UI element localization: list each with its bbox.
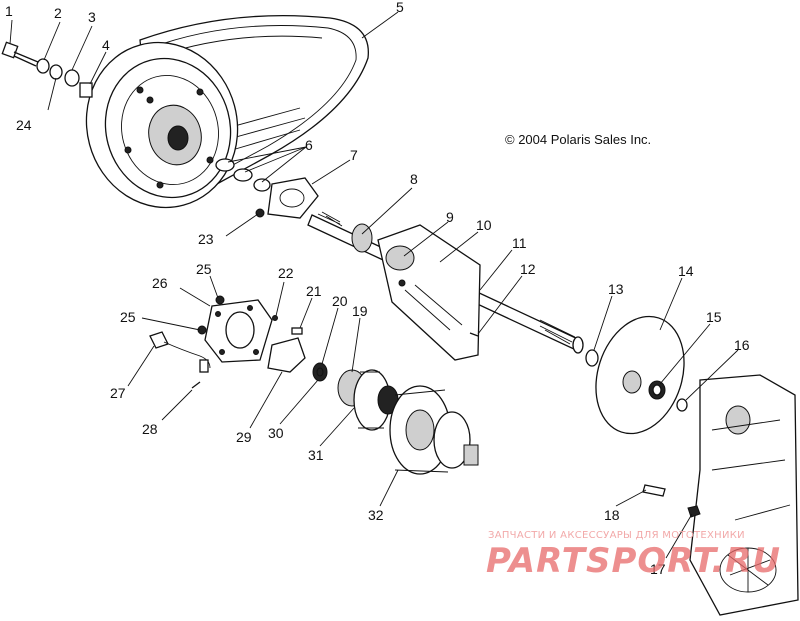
callout-22: 22 — [278, 265, 294, 281]
callout-21: 21 — [306, 283, 322, 299]
callout-2: 2 — [54, 5, 62, 21]
chaincase-cover — [689, 374, 799, 616]
callout-19: 19 — [352, 303, 368, 319]
callout-27: 27 — [110, 385, 126, 401]
callout-14: 14 — [678, 263, 694, 279]
watermark: ЗАПЧАСТИ И АКСЕССУАРЫ ДЛЯ МОТОТЕХНИКИ PA… — [486, 530, 781, 581]
copyright-text: © 2004 Polaris Sales Inc. — [505, 132, 651, 147]
callout-7: 7 — [350, 147, 358, 163]
speed-sensor — [149, 331, 211, 373]
o-ring — [676, 398, 688, 412]
callout-6: 6 — [305, 137, 313, 153]
bolt — [642, 484, 666, 497]
detent-spring — [312, 362, 328, 382]
callout-4: 4 — [102, 37, 110, 53]
screw — [191, 381, 201, 389]
callout-17: 17 — [650, 561, 666, 577]
watermark-logo: PARTSPORT.RU — [486, 541, 781, 581]
washer — [64, 69, 80, 87]
pin — [291, 327, 303, 335]
callout-25b: 25 — [120, 309, 136, 325]
callout-3: 3 — [88, 9, 96, 25]
callout-8: 8 — [410, 171, 418, 187]
callout-13: 13 — [608, 281, 624, 297]
clutch-bolt — [1, 41, 39, 67]
washer — [233, 168, 253, 182]
callout-26: 26 — [152, 275, 168, 291]
gear-assembly — [337, 369, 479, 475]
callout-30: 30 — [268, 425, 284, 441]
callout-12: 12 — [520, 261, 536, 277]
screw — [255, 208, 265, 218]
callout-18: 18 — [604, 507, 620, 523]
pin — [272, 315, 278, 321]
washer — [36, 58, 50, 74]
cover-plate — [267, 337, 306, 373]
nut — [687, 505, 701, 518]
callout-16: 16 — [734, 337, 750, 353]
callout-31: 31 — [308, 447, 324, 463]
sensor-plate — [204, 299, 273, 363]
callout-24: 24 — [16, 117, 32, 133]
callout-25: 25 — [196, 261, 212, 277]
washer — [49, 64, 63, 80]
seal-plate — [267, 177, 319, 219]
bearing-housing — [377, 224, 481, 361]
washer — [215, 158, 235, 172]
callout-10: 10 — [476, 217, 492, 233]
callout-1: 1 — [5, 3, 13, 19]
callout-28: 28 — [142, 421, 158, 437]
callout-9: 9 — [446, 209, 454, 225]
callout-labels: 1 2 3 4 5 6 7 8 9 10 11 12 13 14 15 16 1… — [5, 0, 750, 577]
callout-11: 11 — [512, 235, 527, 251]
callout-5: 5 — [396, 0, 404, 15]
screw — [215, 295, 225, 305]
callout-23: 23 — [198, 231, 214, 247]
watermark-tagline: ЗАПЧАСТИ И АКСЕССУАРЫ ДЛЯ МОТОТЕХНИКИ — [488, 530, 745, 541]
snap-ring — [585, 349, 599, 367]
drive-clutch — [85, 41, 239, 209]
leader-lines — [9, 11, 739, 559]
callout-32: 32 — [368, 507, 384, 523]
callout-29: 29 — [236, 429, 252, 445]
pin — [469, 332, 479, 337]
callout-15: 15 — [706, 309, 722, 325]
driven-sheave — [595, 315, 685, 435]
washer — [253, 178, 271, 192]
spacer — [79, 82, 93, 98]
callout-20: 20 — [332, 293, 348, 309]
